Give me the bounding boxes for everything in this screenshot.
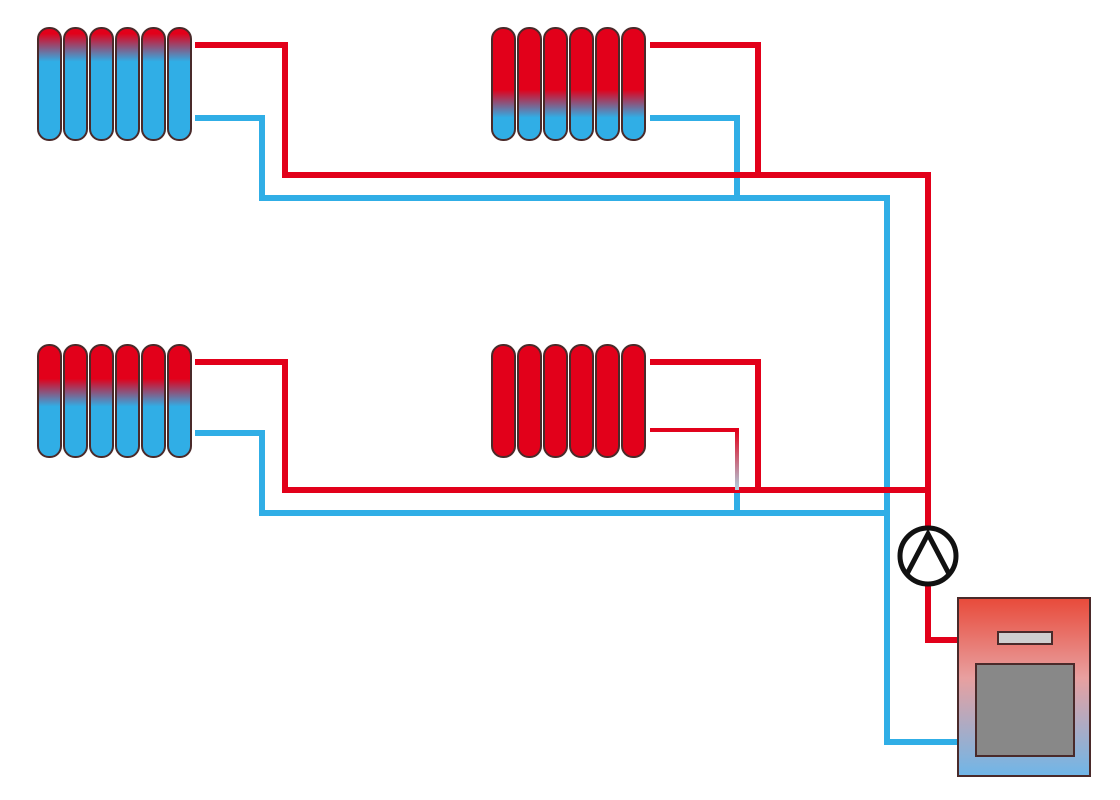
radiator-section	[517, 27, 542, 141]
circulation-pump-icon	[897, 525, 959, 587]
pump-body	[897, 525, 959, 587]
supply-pipe-bottom-left	[195, 359, 928, 493]
radiator	[37, 27, 192, 141]
radiator	[491, 27, 646, 141]
radiator-section	[37, 344, 62, 458]
radiator-section	[37, 27, 62, 141]
boiler-control-slot	[997, 631, 1053, 645]
radiator-section	[595, 27, 620, 141]
pump-arrow	[904, 528, 952, 576]
radiator-section	[141, 27, 166, 141]
radiator-section	[167, 344, 192, 458]
boiler	[957, 597, 1091, 777]
radiator-section	[167, 27, 192, 141]
radiator-section	[115, 344, 140, 458]
radiator-section	[621, 27, 646, 141]
supply-pipes	[195, 42, 958, 643]
return-pipe-top-left	[195, 115, 958, 745]
boiler-window	[975, 663, 1075, 757]
radiator-section	[63, 27, 88, 141]
radiator-section	[569, 27, 594, 141]
supply-pipe-bottom-middle	[650, 359, 761, 490]
radiator-section	[491, 27, 516, 141]
radiator-section	[491, 344, 516, 458]
radiator-section	[89, 344, 114, 458]
radiator-section	[595, 344, 620, 458]
radiator-section	[89, 27, 114, 141]
radiator-section	[141, 344, 166, 458]
radiator-section	[621, 344, 646, 458]
radiator	[37, 344, 192, 458]
radiator-section	[569, 344, 594, 458]
radiator-section	[543, 27, 568, 141]
supply-pipe-boiler	[925, 583, 958, 643]
supply-pipe-top-middle	[650, 42, 761, 175]
radiator-section	[517, 344, 542, 458]
return-pipe-bottom-middle	[650, 428, 739, 490]
radiator-section	[543, 344, 568, 458]
radiator-section	[63, 344, 88, 458]
return-pipe-top-middle	[650, 115, 740, 198]
radiator	[491, 344, 646, 458]
radiator-section	[115, 27, 140, 141]
supply-pipe-top-left	[195, 42, 931, 530]
return-pipe-bottom-left	[195, 430, 887, 516]
